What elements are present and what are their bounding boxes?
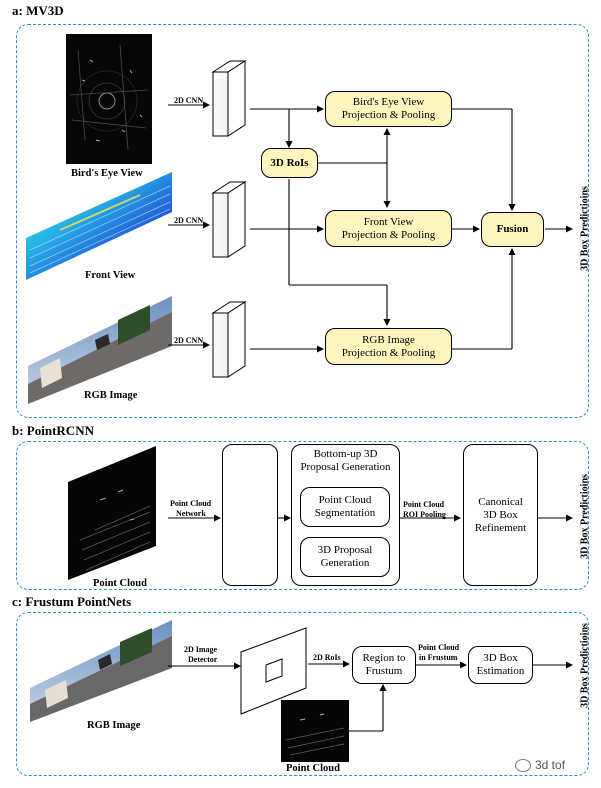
- input-label-pointrcnn: Point Cloud: [93, 578, 147, 589]
- image-plane: [240, 627, 307, 715]
- output-label-mv3d: 3D Box Predictioins: [579, 186, 591, 271]
- bev-pooling-line1: Bird's Eye View: [352, 96, 425, 108]
- rgb-image-mv3d: [28, 296, 172, 404]
- panel-pointrcnn: [16, 441, 589, 590]
- section-title-mv3d: a: MV3D: [12, 3, 64, 18]
- bev-image: [66, 34, 152, 164]
- section-title-frustum: c: Frustum PointNets: [12, 594, 132, 609]
- stage1-title-line1: Bottom-up 3D: [313, 448, 378, 460]
- cnn-label-rgb: 2D CNN: [174, 336, 204, 345]
- frustum-arrows: [168, 660, 573, 732]
- rgb-pooling-box: RGB Image Projection & Pooling: [325, 328, 452, 365]
- bev-pooling-box: Bird's Eye View Projection & Pooling: [325, 91, 452, 127]
- segmentation-line2: Segmentation: [314, 507, 376, 519]
- detector-label-line2: Detector: [188, 655, 218, 664]
- front-view-image: [26, 172, 172, 280]
- cnn-block-bev: [211, 60, 247, 137]
- segmentation-line1: Point Cloud: [318, 494, 372, 506]
- refine-line1: Canonical: [478, 495, 523, 508]
- detector-label-line1: 2D Image: [184, 645, 218, 654]
- section-title-pointrcnn: b: PointRCNN: [12, 423, 94, 438]
- stage1-title-line2: Proposal Generation: [300, 461, 391, 473]
- proposal-box: 3D Proposal Generation: [300, 537, 390, 577]
- refine-line2: 3D Box: [483, 508, 518, 521]
- output-label-frustum: 3D Box Predictioins: [579, 623, 591, 708]
- rgb-image-frustum: [30, 620, 172, 722]
- input-label-frustum-rgb: RGB Image: [87, 720, 141, 731]
- point-cloud-image-frustum: [281, 700, 349, 762]
- output-label-pointrcnn: 3D Box Predictioins: [579, 474, 591, 559]
- cnn-block-front: [211, 181, 247, 258]
- wechat-icon: [515, 758, 531, 772]
- input-label-rgb: RGB Image: [84, 390, 138, 401]
- roi-label-line1: Point Cloud: [403, 500, 445, 509]
- pointnet-box: [222, 444, 278, 586]
- front-pooling-line2: Projection & Pooling: [341, 228, 436, 241]
- front-pooling-box: Front View Projection & Pooling: [325, 210, 452, 247]
- frustum-label-line1: Point Cloud: [418, 643, 460, 652]
- region-line2: Frustum: [365, 665, 403, 677]
- rois-label: 3D RoIs: [270, 156, 309, 169]
- panel-mv3d: [16, 24, 589, 418]
- frustum-label-line2: in Frustum: [419, 653, 458, 662]
- cnn-label-bev: 2D CNN: [174, 96, 204, 105]
- rois-2d-label: 2D RoIs: [313, 653, 341, 662]
- point-cloud-image-pointrcnn: [68, 446, 156, 580]
- mv3d-arrows: [168, 101, 573, 353]
- rois-box: 3D RoIs: [261, 148, 318, 178]
- region-to-frustum-box: Region to Frustum: [352, 646, 416, 684]
- refine-box: Canonical 3D Box Refinement: [463, 444, 538, 586]
- fusion-label: Fusion: [496, 223, 529, 235]
- cnn-block-rgb: [211, 301, 247, 378]
- bev-pooling-line2: Projection & Pooling: [341, 109, 436, 121]
- proposal-line2: Generation: [320, 557, 370, 569]
- cnn-label-front: 2D CNN: [174, 216, 204, 225]
- proposal-line1: 3D Proposal: [317, 544, 373, 556]
- input-label-frustum-pc: Point Cloud: [286, 763, 340, 774]
- refine-line3: Refinement: [474, 521, 527, 534]
- watermark: 3d tof: [515, 758, 565, 772]
- network-label-line1: Point Cloud: [170, 499, 212, 508]
- roi-label-line2: ROI Pooling: [403, 510, 446, 519]
- rgb-pooling-line2: Projection & Pooling: [341, 346, 436, 359]
- input-label-bev: Bird's Eye View: [71, 168, 143, 179]
- box-estimation-box: 3D Box Estimation: [468, 646, 533, 684]
- input-label-front: Front View: [85, 270, 136, 281]
- panel-frustum: [16, 612, 589, 776]
- region-line1: Region to: [362, 652, 406, 664]
- fusion-box: Fusion: [481, 212, 544, 247]
- rgb-pooling-line1: RGB Image: [362, 333, 415, 346]
- box-est-line1: 3D Box: [483, 652, 518, 664]
- watermark-text: 3d tof: [535, 758, 566, 772]
- segmentation-box: Point Cloud Segmentation: [300, 487, 390, 527]
- network-label-line2: Network: [176, 509, 206, 518]
- front-pooling-line1: Front View: [363, 215, 414, 228]
- box-est-line2: Estimation: [476, 665, 525, 677]
